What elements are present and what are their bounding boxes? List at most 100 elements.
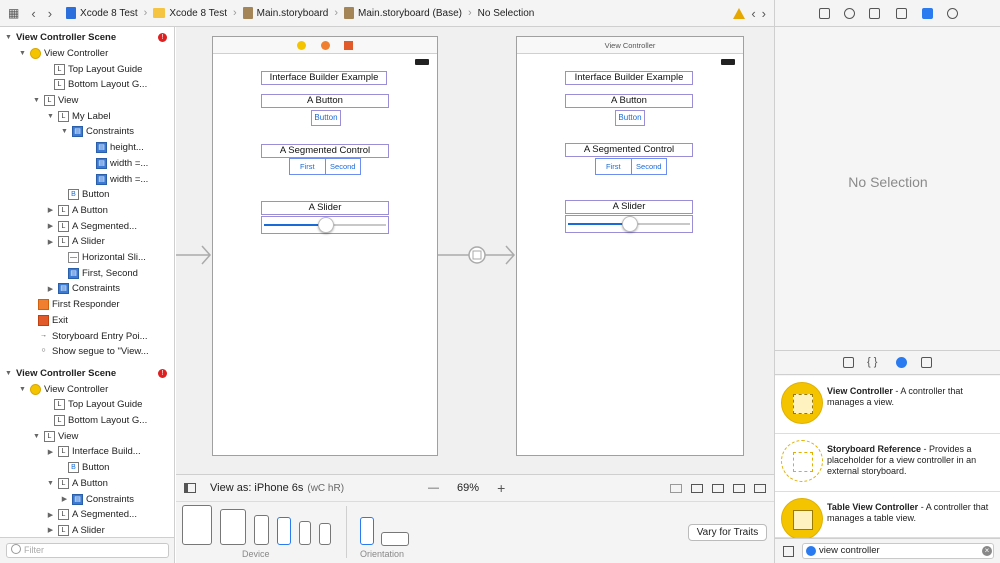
quick-help-icon[interactable] — [844, 8, 855, 19]
disclosure-closed-icon[interactable]: ▶ — [47, 448, 54, 456]
ipad-device-icon[interactable] — [220, 509, 246, 545]
segment-second[interactable]: Second — [636, 162, 662, 171]
grid-view-icon[interactable] — [783, 546, 794, 557]
heading-label[interactable]: Interface Builder Example — [565, 71, 693, 85]
storyboard-canvas[interactable]: Interface Builder Example A Button Butto… — [176, 27, 774, 474]
file-inspector-icon[interactable] — [819, 8, 830, 19]
a-button[interactable]: Button — [615, 110, 645, 126]
zoom-out-button[interactable]: — — [428, 482, 440, 494]
grid-icon[interactable]: ▦ — [8, 6, 20, 20]
button-caption-label[interactable]: A Button — [261, 94, 389, 108]
disclosure-closed-icon[interactable]: ▶ — [61, 496, 68, 504]
button-caption-label[interactable]: A Button — [565, 94, 693, 108]
scene-row[interactable]: ▼View Controller Scene — [4, 366, 116, 382]
constraint-row[interactable]: ▤height... — [84, 140, 144, 156]
disclosure-open-icon[interactable]: ▼ — [19, 385, 26, 393]
exit-row[interactable]: Exit — [26, 313, 68, 329]
horizontal-slider[interactable] — [565, 215, 693, 233]
portrait-orientation-icon[interactable] — [360, 517, 374, 545]
slider-caption-label[interactable]: A Slider — [261, 201, 389, 215]
library-item-view-controller[interactable]: View Controller - A controller that mana… — [775, 376, 1000, 434]
segmented-control[interactable]: First Second — [595, 158, 667, 175]
disclosure-closed-icon[interactable]: ▶ — [47, 207, 54, 215]
view-controller-scene-1[interactable]: Interface Builder Example A Button Butto… — [212, 36, 438, 456]
exit-icon[interactable] — [343, 41, 353, 50]
first-responder-row[interactable]: First Responder — [26, 297, 120, 313]
hide-outline-icon[interactable] — [184, 483, 196, 493]
horizontal-slider[interactable] — [261, 216, 389, 234]
iphone-6s-device-icon[interactable] — [277, 517, 291, 545]
first-responder-icon[interactable] — [320, 41, 330, 50]
disclosure-open-icon[interactable]: ▼ — [47, 112, 54, 120]
view-as-label[interactable]: View as: iPhone 6s — [210, 482, 304, 494]
forward-arrow-icon[interactable]: › — [761, 5, 766, 21]
zoom-in-button[interactable]: + — [497, 480, 506, 496]
slider-thumb[interactable] — [318, 217, 334, 233]
segment-first[interactable]: First — [596, 159, 632, 174]
disclosure-open-icon[interactable]: ▼ — [61, 128, 68, 136]
disclosure-closed-icon[interactable]: ▶ — [47, 238, 54, 246]
media-library-icon[interactable] — [921, 357, 932, 368]
disclosure-open-icon[interactable]: ▼ — [5, 34, 12, 42]
jump-group[interactable]: Xcode 8 Test — [153, 8, 227, 19]
stack-icon[interactable] — [691, 483, 703, 493]
heading-label[interactable]: Interface Builder Example — [261, 71, 387, 85]
jump-file-base[interactable]: Main.storyboard (Base) — [344, 7, 462, 19]
attributes-inspector-icon[interactable] — [896, 8, 907, 19]
library-item-storyboard-reference[interactable]: Storyboard Reference - Provides a placeh… — [775, 434, 1000, 492]
jump-file[interactable]: Main.storyboard — [242, 7, 328, 19]
a-button[interactable]: Button — [311, 110, 341, 126]
warning-icon[interactable] — [733, 7, 746, 19]
slider-caption-label[interactable]: A Slider — [565, 200, 693, 214]
forward-arrow-icon[interactable]: › — [47, 5, 53, 21]
align-icon[interactable] — [712, 483, 724, 493]
iphone-plus-device-icon[interactable] — [254, 515, 269, 545]
disclosure-closed-icon[interactable]: ▶ — [47, 511, 54, 519]
scene-row[interactable]: ▼View Controller Scene — [4, 30, 116, 46]
iphone-se-device-icon[interactable] — [299, 521, 311, 545]
disclosure-open-icon[interactable]: ▼ — [47, 479, 54, 487]
constraints-row[interactable]: ▶▤Constraints — [60, 491, 134, 507]
library-search-input[interactable]: view controller — [802, 543, 994, 559]
back-arrow-icon[interactable]: ‹ — [751, 5, 756, 21]
segment-caption-label[interactable]: A Segmented Control — [565, 143, 693, 157]
resolve-icon[interactable] — [754, 483, 766, 493]
clear-search-icon[interactable]: × — [982, 546, 992, 556]
constraint-row[interactable]: ▤width =... — [84, 156, 148, 172]
library-item-table-view-controller[interactable]: Table View Controller - A controller tha… — [775, 492, 1000, 540]
iphone-4s-device-icon[interactable] — [319, 523, 331, 545]
horizontal-slider-row[interactable]: —Horizontal Sli... — [56, 250, 146, 266]
disclosure-closed-icon[interactable]: ▶ — [47, 223, 54, 231]
entry-point-row[interactable]: →Storyboard Entry Poi... — [26, 328, 148, 344]
view-controller-row[interactable]: ▼View Controller — [18, 381, 108, 397]
pin-icon[interactable] — [733, 483, 745, 493]
disclosure-open-icon[interactable]: ▼ — [33, 97, 40, 105]
jump-selection[interactable]: No Selection — [477, 7, 535, 19]
disclosure-open-icon[interactable]: ▼ — [5, 369, 12, 377]
constraints-row[interactable]: ▼▤Constraints — [60, 124, 134, 140]
constraints-row[interactable]: ▶▤Constraints — [46, 281, 120, 297]
error-badge-icon[interactable]: ! — [158, 368, 167, 378]
connections-inspector-icon[interactable] — [947, 8, 958, 19]
view-controller-icon[interactable] — [297, 41, 307, 50]
size-inspector-icon[interactable] — [922, 8, 933, 19]
constraint-row[interactable]: ▤width =... — [84, 171, 148, 187]
outline-filter-input[interactable]: Filter — [6, 543, 169, 558]
identity-inspector-icon[interactable] — [869, 8, 880, 19]
disclosure-open-icon[interactable]: ▼ — [33, 432, 40, 440]
object-library-icon[interactable] — [896, 357, 907, 368]
view-controller-scene-2[interactable]: View Controller Interface Builder Exampl… — [516, 36, 744, 456]
disclosure-closed-icon[interactable]: ▶ — [47, 285, 54, 293]
disclosure-open-icon[interactable]: ▼ — [19, 49, 26, 57]
